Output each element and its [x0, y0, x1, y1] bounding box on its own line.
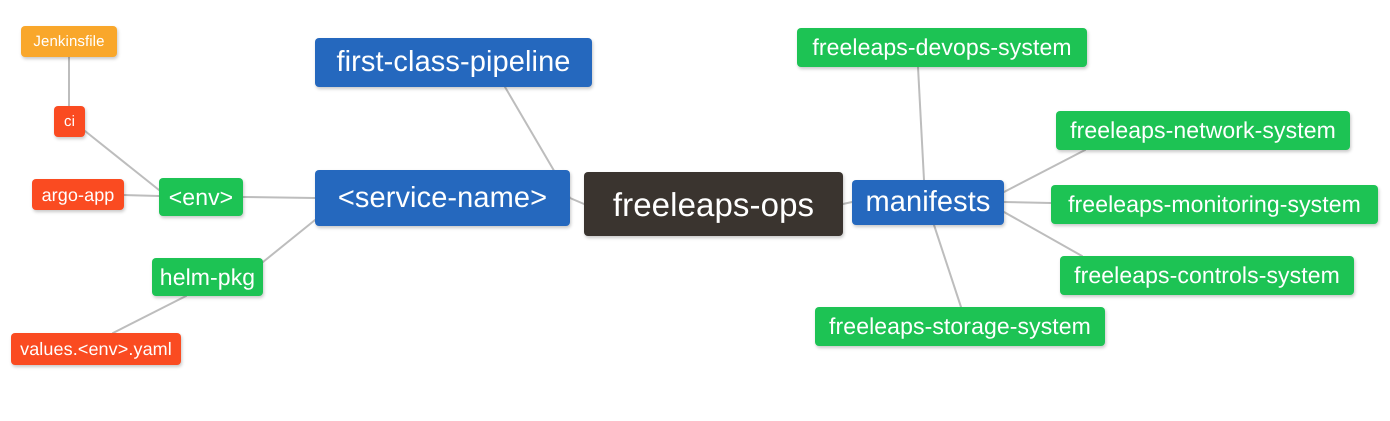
edge-service-to-env — [242, 196, 316, 199]
node-network[interactable]: freeleaps-network-system — [1056, 111, 1350, 150]
node-storage[interactable]: freeleaps-storage-system — [815, 307, 1105, 346]
node-manifests[interactable]: manifests — [852, 180, 1004, 225]
edge-helm-to-values — [112, 295, 187, 334]
node-values[interactable]: values.<env>.yaml — [11, 333, 181, 365]
node-manifests-label: manifests — [865, 186, 991, 218]
node-monitoring[interactable]: freeleaps-monitoring-system — [1051, 185, 1378, 224]
node-argo-label: argo-app — [41, 184, 115, 205]
edge-manifests-to-monitoring — [1003, 201, 1052, 204]
node-jenkinsfile-label: Jenkinsfile — [33, 33, 105, 50]
node-pipeline[interactable]: first-class-pipeline — [315, 38, 592, 87]
edge-service-to-helm — [262, 219, 316, 263]
node-network-label: freeleaps-network-system — [1070, 117, 1336, 143]
node-values-label: values.<env>.yaml — [20, 339, 172, 359]
node-helm-label: helm-pkg — [159, 263, 256, 290]
edge-manifests-to-storage — [933, 224, 962, 308]
node-storage-label: freeleaps-storage-system — [829, 313, 1091, 339]
node-devops[interactable]: freeleaps-devops-system — [797, 28, 1087, 67]
node-root[interactable]: freeleaps-ops — [584, 172, 843, 236]
node-env[interactable]: <env> — [159, 178, 243, 216]
node-controls-label: freeleaps-controls-system — [1074, 262, 1340, 288]
edge-root-to-service — [569, 197, 585, 205]
node-monitoring-label: freeleaps-monitoring-system — [1068, 191, 1361, 217]
node-ci[interactable]: ci — [54, 106, 85, 137]
node-pipeline-label: first-class-pipeline — [336, 46, 571, 78]
edge-root-to-manifests — [842, 201, 853, 205]
node-argo[interactable]: argo-app — [32, 179, 124, 210]
node-controls[interactable]: freeleaps-controls-system — [1060, 256, 1354, 295]
edge-env-to-argo — [123, 194, 160, 197]
node-helm[interactable]: helm-pkg — [152, 258, 263, 296]
node-service[interactable]: <service-name> — [315, 170, 570, 226]
node-jenkinsfile[interactable]: Jenkinsfile — [21, 26, 117, 57]
node-service-label: <service-name> — [337, 181, 548, 214]
node-env-label: <env> — [168, 183, 234, 210]
node-root-label: freeleaps-ops — [612, 185, 815, 223]
node-ci-label: ci — [63, 113, 76, 130]
node-devops-label: freeleaps-devops-system — [812, 34, 1072, 60]
edge-manifests-to-devops — [917, 66, 925, 181]
